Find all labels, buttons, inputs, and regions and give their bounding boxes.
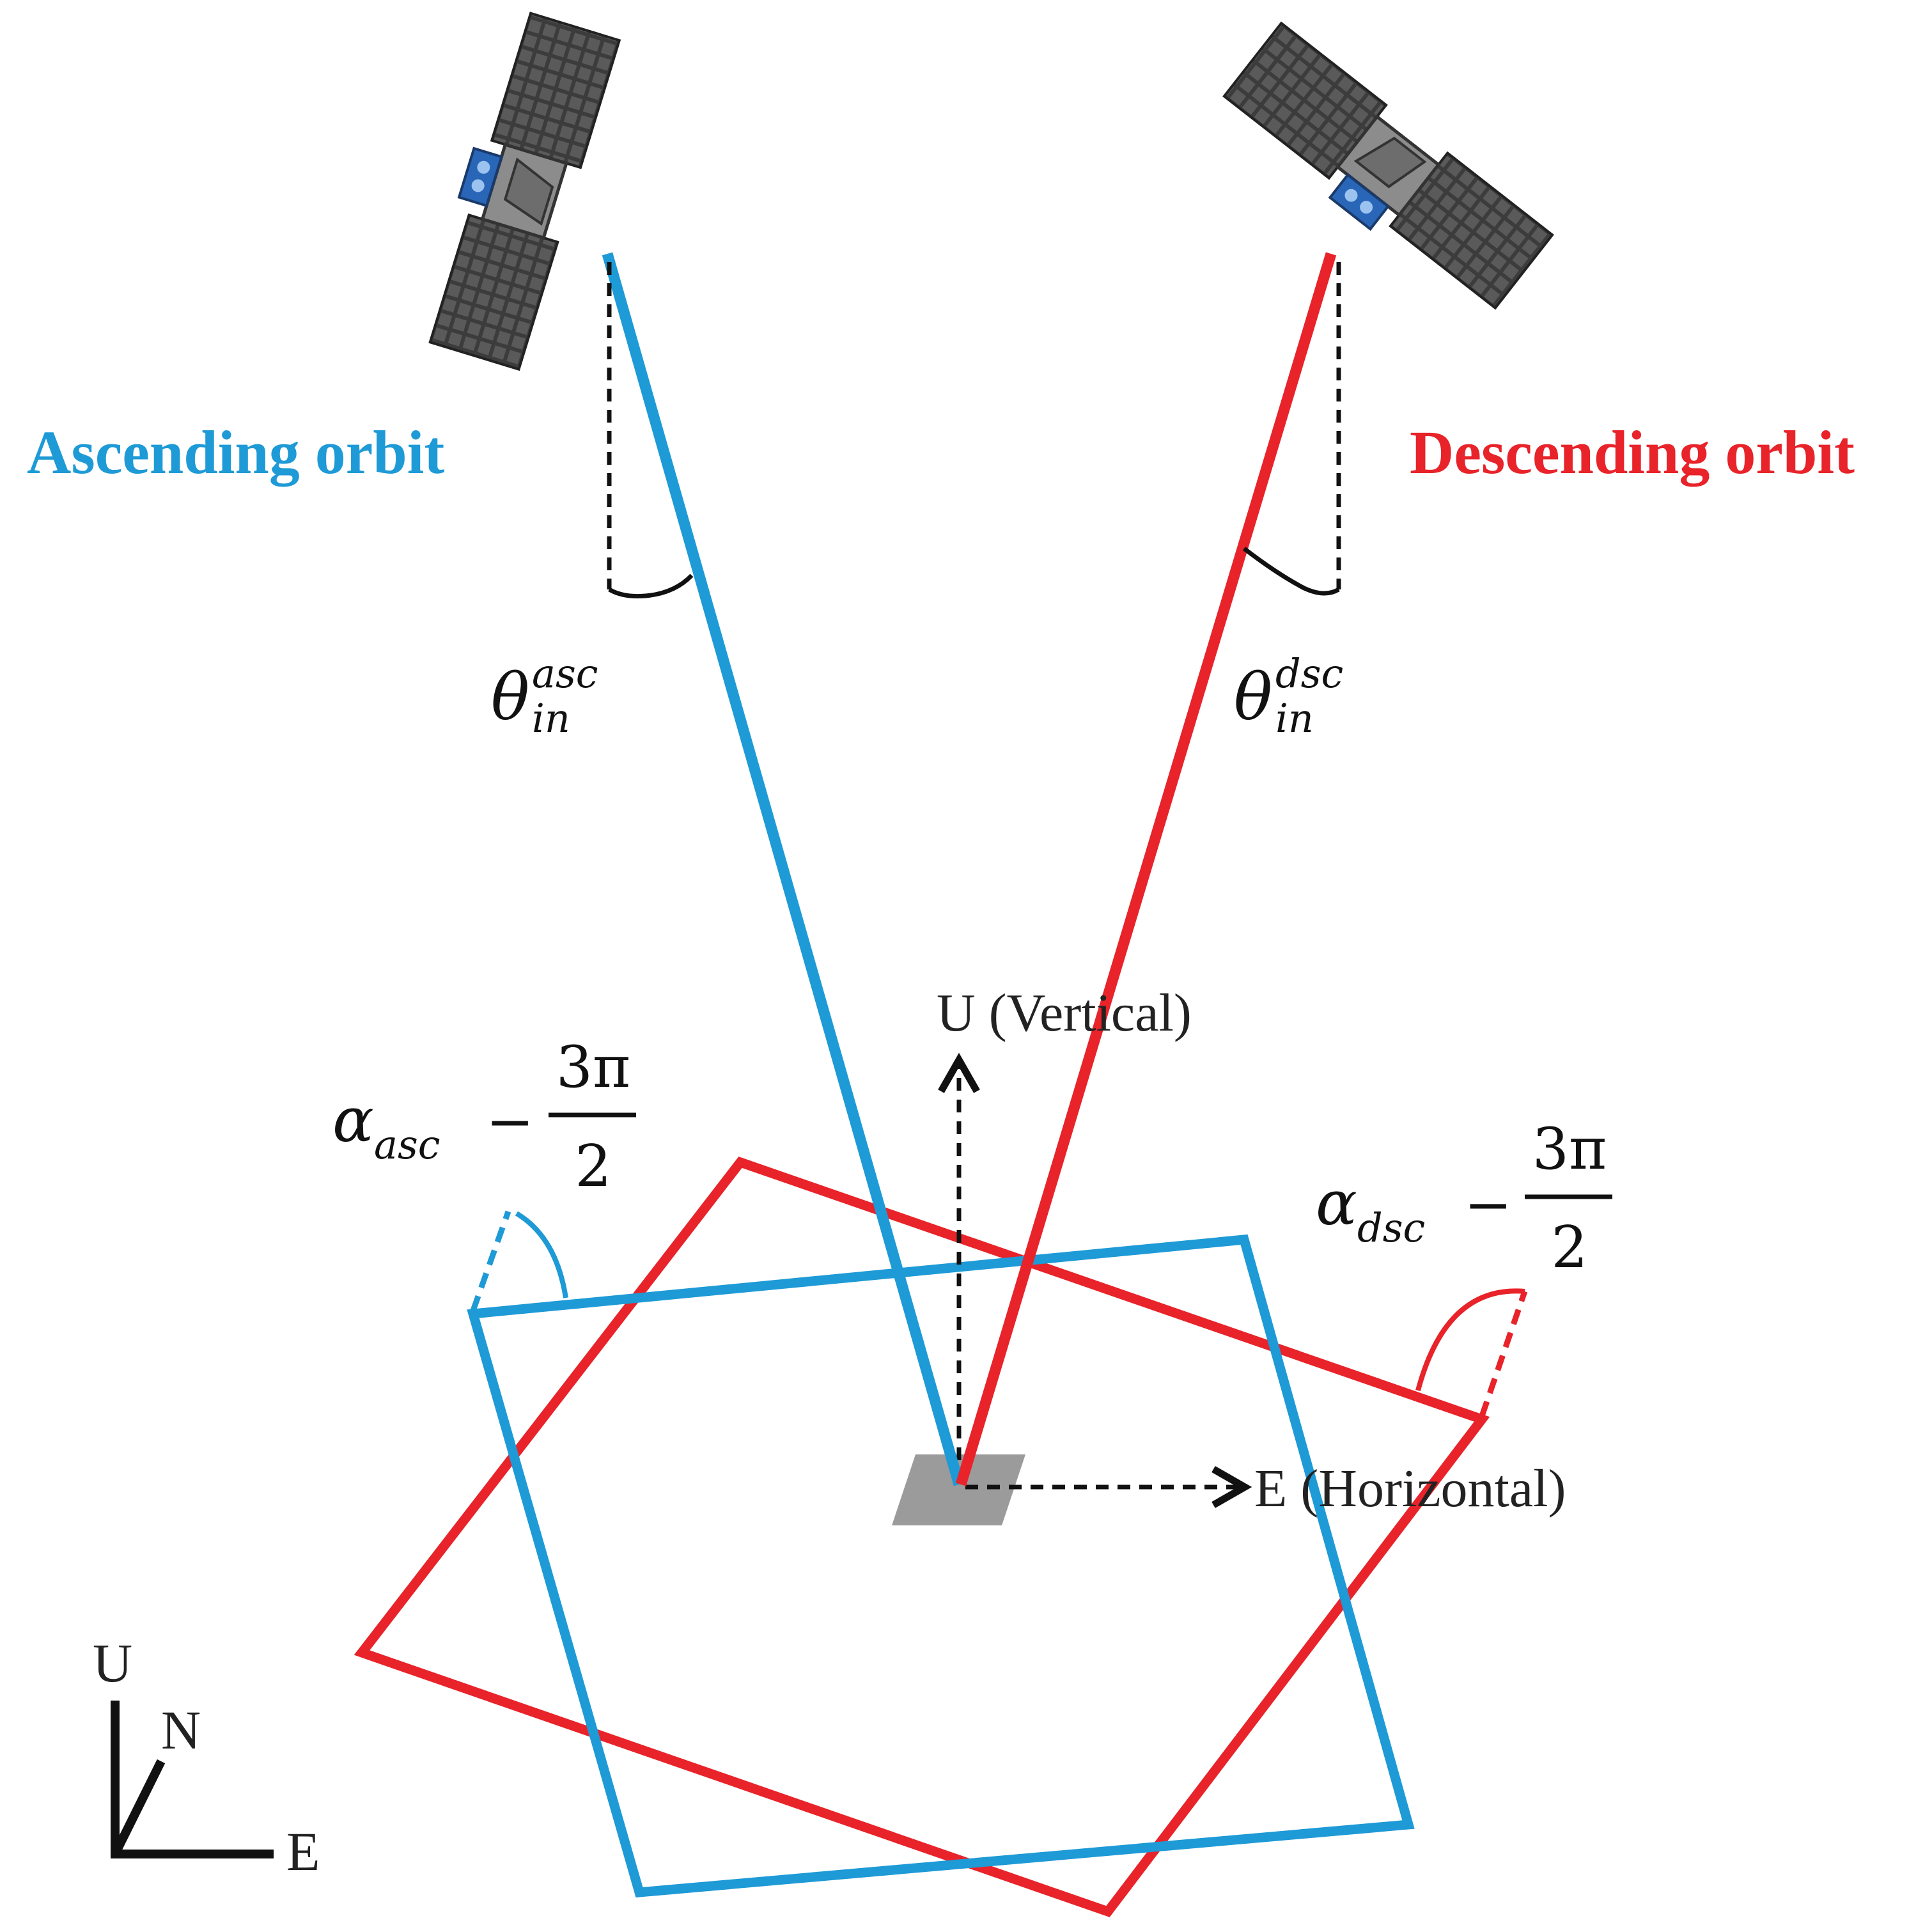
svg-text:θ: θ [1234, 660, 1272, 735]
svg-text:−: − [486, 1088, 534, 1155]
svg-text:3π: 3π [556, 1034, 630, 1101]
descending-heading-angle-label: α dsc − 3π 2 [1316, 1116, 1612, 1281]
svg-text:asc: asc [532, 650, 598, 697]
compass-u-label: U [93, 1632, 132, 1694]
descending-line-of-sight [955, 252, 1337, 1486]
ascending-incidence-arc [608, 573, 694, 598]
ascending-line-of-sight [602, 252, 965, 1486]
svg-text:2: 2 [1551, 1214, 1587, 1281]
compass-axes [111, 1701, 274, 1858]
east-axis-label: E (Horizontal) [1254, 1459, 1566, 1518]
descending-heading-reference [1479, 1290, 1528, 1417]
satellite-icon [1222, 21, 1554, 310]
ascending-heading-angle-label: α asc − 3π 2 [332, 1034, 636, 1200]
svg-text:α: α [1316, 1167, 1357, 1239]
svg-text:asc: asc [374, 1121, 440, 1168]
svg-text:in: in [1275, 695, 1314, 742]
ascending-footprint [467, 1234, 1415, 1898]
svg-text:α: α [332, 1084, 374, 1156]
ascending-heading-reference [470, 1210, 511, 1312]
ground-target-patch [892, 1454, 1025, 1525]
descending-incidence-angle-label: θ dsc in [1234, 650, 1343, 742]
svg-text:in: in [532, 695, 570, 742]
descending-incidence-arc [1242, 547, 1340, 596]
svg-text:dsc: dsc [1275, 650, 1343, 697]
descending-heading-arc [1415, 1288, 1525, 1392]
ascending-incidence-angle-label: θ asc in [491, 650, 598, 742]
ascending-orbit-label: Ascending orbit [27, 418, 444, 487]
descending-orbit-label: Descending orbit [1410, 418, 1855, 487]
up-axis-label: U (Vertical) [937, 983, 1192, 1043]
svg-text:θ: θ [491, 660, 529, 735]
compass-n-label: N [161, 1699, 201, 1761]
svg-text:3π: 3π [1532, 1116, 1607, 1183]
svg-text:dsc: dsc [1357, 1204, 1425, 1251]
compass-e-label: E [286, 1821, 320, 1882]
satellite-icon [428, 12, 621, 371]
ascending-heading-arc [515, 1211, 568, 1298]
descending-footprint [354, 1157, 1490, 1917]
svg-text:−: − [1464, 1171, 1512, 1238]
svg-text:2: 2 [575, 1133, 611, 1200]
